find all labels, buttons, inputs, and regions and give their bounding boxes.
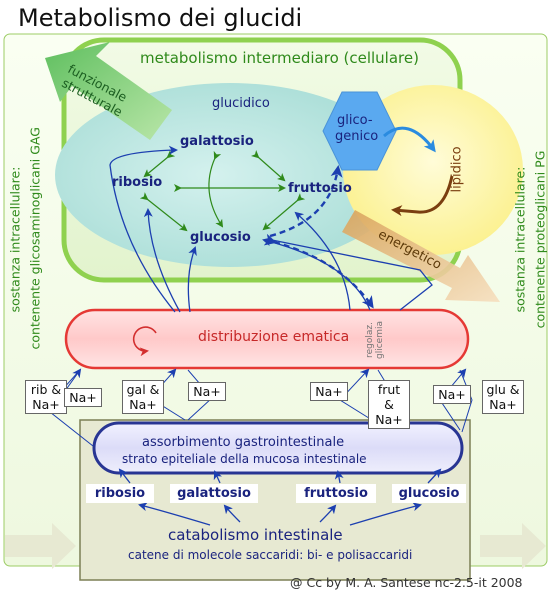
intermediate-metabolism-label: metabolismo intermediaro (cellulare) — [140, 49, 419, 67]
lipid-return-arrow — [391, 175, 454, 217]
blood-distribution-label: distribuzione ematica — [198, 329, 350, 345]
transit-arrow-right — [480, 523, 546, 569]
glycemia-label-1: regolaz. — [365, 322, 375, 358]
glycogen-to-lipid-arrow — [383, 126, 436, 153]
transport-frut-na-line1: frut & — [377, 382, 401, 412]
glucidic-label: glucidico — [212, 96, 270, 111]
functional-arrow — [45, 42, 172, 140]
intestinal-ribose: ribosio — [86, 484, 154, 503]
glycemia-label-2: glicemia — [375, 321, 385, 359]
circulation-arrow — [132, 326, 157, 357]
intestinal-galactose: galattosio — [170, 484, 258, 503]
absorption-capsule — [92, 421, 464, 475]
transport-frut-na: frut &Na+ — [368, 380, 410, 429]
glycemia-arrows — [263, 165, 374, 309]
glycogen-label-2: genico — [335, 129, 379, 144]
blood-capsule — [64, 308, 470, 370]
sugar-ribose: ribosio — [112, 175, 163, 190]
page-title: Metabolismo dei glucidi — [18, 4, 303, 32]
transport-gal-na: gal &Na+ — [122, 380, 164, 414]
transport-rib-na: rib &Na+ — [25, 380, 67, 414]
credit-line: @ Cc by M. A. Santese nc-2.5-it 2008 — [290, 575, 523, 590]
catabolism-subtitle: catene di molecole saccaridi: bi- e poli… — [128, 548, 413, 562]
transport-rib-na-line1: rib & — [30, 382, 62, 397]
transport-na-1: Na+ — [64, 388, 102, 407]
transport-gal-na-line2: Na+ — [129, 397, 157, 412]
energetic-arrow — [342, 210, 500, 302]
transport-gal-na-line1: gal & — [126, 382, 160, 397]
side-right-label-1: sostanza intracellulare: — [512, 166, 528, 313]
transport-glu-na: glu &Na+ — [482, 380, 524, 414]
absorption-subtitle: strato epiteliale della mucosa intestina… — [122, 452, 367, 466]
sugar-up-arrows — [118, 468, 442, 526]
transport-glu-na-line2: Na+ — [489, 397, 517, 412]
intestinal-glucose: glucosio — [392, 484, 466, 503]
transport-na-3: Na+ — [310, 382, 348, 401]
sugar-galactose: galattosio — [180, 134, 254, 149]
absorption-title: assorbimento gastrointestinale — [142, 435, 345, 450]
glycogen-label-1: glico- — [337, 113, 373, 128]
transport-na-4: Na+ — [433, 385, 471, 404]
transit-arrow-left — [5, 523, 76, 569]
sugar-fructose: fruttosio — [288, 181, 352, 196]
transport-glu-na-line1: glu & — [486, 382, 520, 397]
interconversion-arrows — [139, 150, 306, 232]
sugar-glucose: glucosio — [190, 230, 251, 245]
side-left-label-2: contenente glicosaminoglicani GAG — [27, 127, 43, 350]
catabolism-title: catabolismo intestinale — [168, 526, 343, 544]
transport-na-2: Na+ — [188, 382, 226, 401]
side-left-label-1: sostanza intracellulare: — [7, 166, 23, 313]
intestinal-fructose: fruttosio — [296, 484, 376, 503]
lipid-label: lipidico — [449, 146, 465, 193]
glycogen-hexagon — [322, 91, 397, 171]
transport-rib-na-line2: Na+ — [32, 397, 60, 412]
side-right-label-2: contenente proteoglicani PG — [532, 150, 548, 329]
transport-frut-na-line2: Na+ — [375, 412, 403, 427]
